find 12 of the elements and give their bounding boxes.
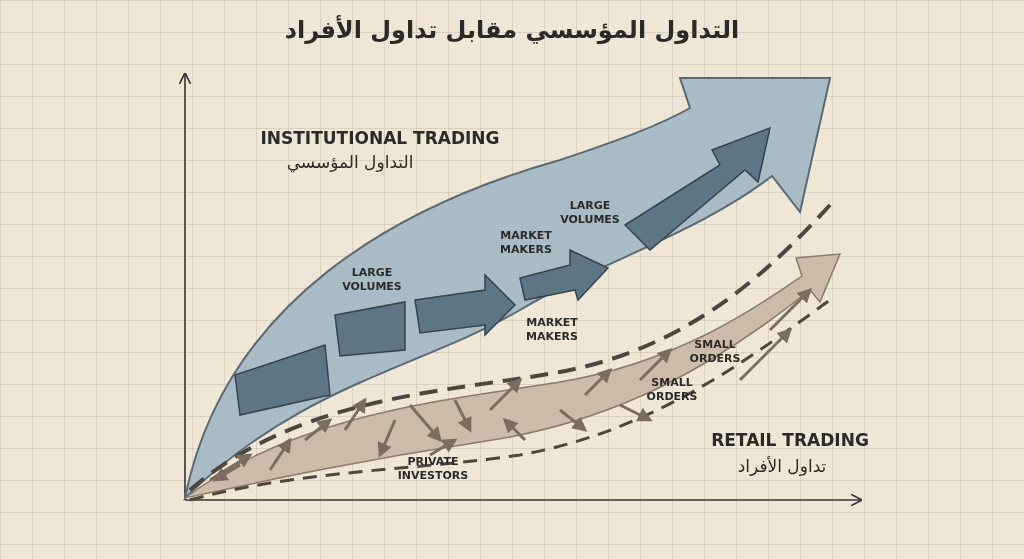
region-label: SMALL ORDERS <box>645 376 699 404</box>
region-label: SMALL ORDERS <box>688 338 742 366</box>
region-label: MARKET MAKERS <box>499 229 553 257</box>
region-label: PRIVATE INVESTORS <box>396 455 470 483</box>
region-label: MARKET MAKERS <box>525 316 579 344</box>
diagram-title: التداول المؤسسي مقابل تداول الأفراد <box>283 16 741 44</box>
label-heading: INSTITUTIONAL TRADING <box>260 128 500 148</box>
label-heading: تداول الأفراد <box>737 456 827 476</box>
label-heading: التداول المؤسسي <box>286 152 414 172</box>
region-label: LARGE VOLUMES <box>341 266 403 294</box>
label-heading: RETAIL TRADING <box>711 430 869 450</box>
region-label: LARGE VOLUMES <box>559 199 621 227</box>
